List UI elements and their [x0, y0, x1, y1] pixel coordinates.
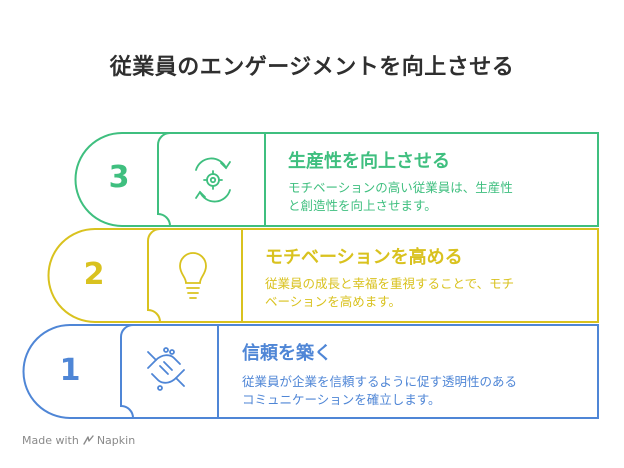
step-1-heading: 信頼を築く — [242, 343, 332, 364]
made-with-napkin-footer: Made with Napkin — [22, 434, 135, 447]
napkin-logo-icon — [83, 435, 94, 445]
step-3-desc-line-1: モチベーションの高い従業員は、生産性 — [288, 180, 513, 195]
napkin-brand-label: Napkin — [96, 434, 136, 447]
step-2-desc-line-2: ベーションを高めます。 — [265, 294, 402, 309]
step-2-number: 2 — [83, 257, 105, 292]
diagram-title: 従業員のエンゲージメントを向上させる — [109, 55, 515, 80]
step-3-desc-line-2: と創造性を向上させます。 — [288, 198, 437, 213]
step-3-outline — [74, 132, 599, 227]
made-with-label: Made with — [22, 434, 79, 447]
handshake-icon — [147, 347, 185, 391]
lightbulb-icon — [179, 252, 207, 299]
step-2-desc-line-1: 従業員の成長と幸福を重視することで、モチ — [265, 276, 515, 291]
step-1-desc-line-2: コミュニケーションを確立します。 — [242, 392, 441, 407]
step-1-number: 1 — [59, 353, 81, 388]
step-1-outline — [22, 324, 599, 419]
gear-cycle-icon — [195, 157, 231, 203]
step-1-desc-line-1: 従業員が企業を信頼するように促す透明性のある — [242, 374, 518, 389]
step-2-heading: モチベーションを高める — [265, 247, 463, 268]
napkin-brand: Napkin — [83, 434, 135, 447]
step-2-outline — [47, 228, 599, 323]
step-3-heading: 生産性を向上させる — [288, 151, 450, 172]
step-3-number: 3 — [108, 160, 130, 195]
